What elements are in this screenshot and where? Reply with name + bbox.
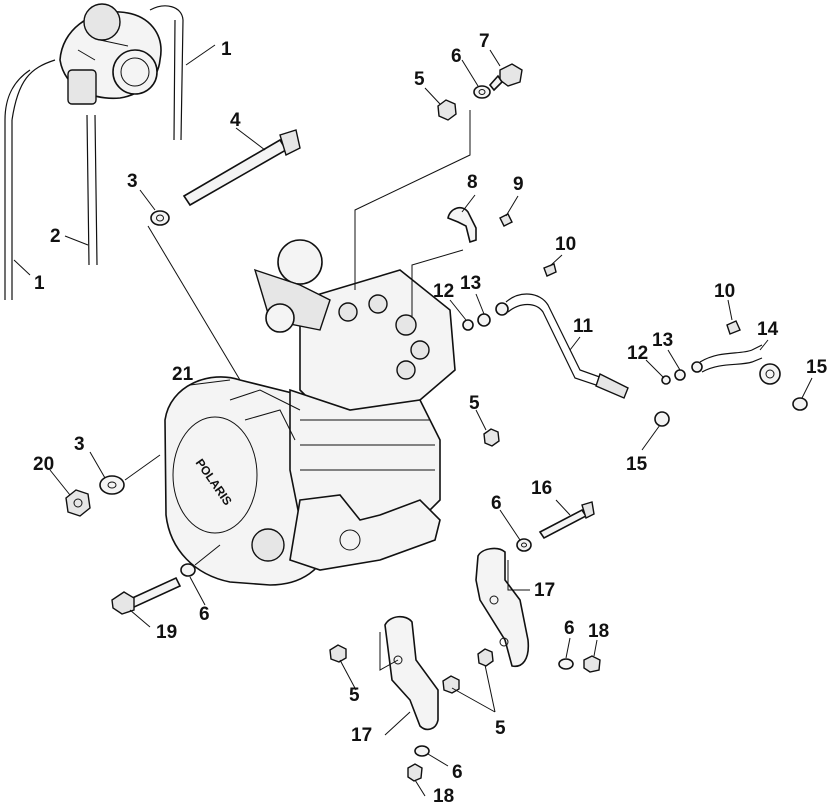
bolt-16: [538, 501, 595, 540]
mount-bracket-17-right: [475, 547, 530, 668]
callout-17-left: 17: [351, 725, 372, 746]
callout-5-bracket-left: 5: [349, 685, 360, 706]
callout-12-upper: 12: [433, 281, 454, 302]
carburetor: [59, 3, 184, 105]
callout-14: 14: [757, 319, 779, 340]
bolt-18-right: [583, 655, 601, 673]
nut-5-bracket-left: [329, 644, 347, 663]
nut-5-bracket-lower: [442, 675, 460, 694]
clamp-15-lower: [654, 411, 670, 427]
callout-13-upper: 13: [460, 273, 481, 294]
bolt-18-bottom: [407, 763, 423, 782]
callout-10-upper: 10: [555, 234, 576, 255]
callout-3-upper: 3: [127, 171, 138, 192]
oil-line-11: [495, 293, 629, 399]
screw-9: [499, 213, 513, 227]
callout-2: 2: [50, 226, 61, 247]
callout-10-right: 10: [714, 281, 735, 302]
callout-20: 20: [33, 454, 54, 475]
callout-5-engine: 5: [469, 393, 480, 414]
mount-bracket-17-left: [384, 615, 439, 731]
callout-15-lower: 15: [626, 454, 648, 475]
callout-11: 11: [573, 316, 594, 337]
callout-labels: 1 1 2 3 3 4 5 5 5 5 6 6 6 6 6 7 8 9 10 1…: [33, 31, 828, 807]
callout-6-bracket: 6: [564, 618, 575, 639]
callout-3-lower: 3: [74, 434, 85, 455]
callout-9: 9: [513, 174, 524, 195]
callout-18-right: 18: [588, 621, 609, 642]
callout-7: 7: [479, 31, 490, 52]
callout-12-right: 12: [627, 343, 648, 364]
callout-4: 4: [230, 110, 241, 131]
leader-lines: [13, 44, 813, 797]
callout-1-left: 1: [34, 273, 45, 294]
callout-5-top: 5: [414, 69, 425, 90]
nut-20: [65, 489, 91, 517]
callout-16: 16: [531, 478, 552, 499]
callout-6-left: 6: [199, 604, 210, 625]
washer-3-lower: [99, 475, 125, 495]
bolt-7: [488, 63, 523, 92]
callout-17-right: 17: [534, 580, 555, 601]
callout-6-bottom: 6: [452, 762, 463, 783]
bracket-8: [447, 206, 477, 244]
callout-19: 19: [156, 622, 177, 643]
washer-6-bottom: [414, 745, 430, 757]
oil-line-14: [691, 344, 781, 385]
callout-18-bottom: 18: [433, 786, 454, 807]
washer-13-upper: [477, 313, 491, 327]
nut-5-top: [437, 99, 457, 121]
callout-21: 21: [172, 364, 194, 385]
bolt-19: [111, 576, 182, 615]
washer-12-upper: [462, 319, 474, 331]
long-bolt: [182, 129, 301, 207]
callout-6-top: 6: [451, 46, 462, 67]
nut-5-engine: [483, 428, 500, 447]
vent-hoses: [4, 19, 184, 300]
callout-13-right: 13: [652, 330, 673, 351]
washer-6-top: [473, 85, 491, 99]
engine-assembly: POLARIS: [164, 239, 456, 586]
washer-6-bracket: [558, 658, 574, 670]
screw-10-right: [726, 320, 741, 335]
washer-3-upper: [150, 210, 170, 226]
washer-6-mid: [516, 538, 532, 552]
callout-15-right: 15: [806, 357, 828, 378]
callout-8: 8: [467, 172, 478, 193]
washer-6-left: [180, 563, 196, 577]
callout-6-mid: 6: [491, 493, 502, 514]
washer-13-right: [674, 369, 686, 381]
clamp-15-right: [792, 397, 808, 411]
callout-1-top: 1: [221, 39, 232, 60]
callout-5-bracket-right: 5: [495, 718, 506, 739]
nut-5-bracket-right: [477, 648, 494, 667]
